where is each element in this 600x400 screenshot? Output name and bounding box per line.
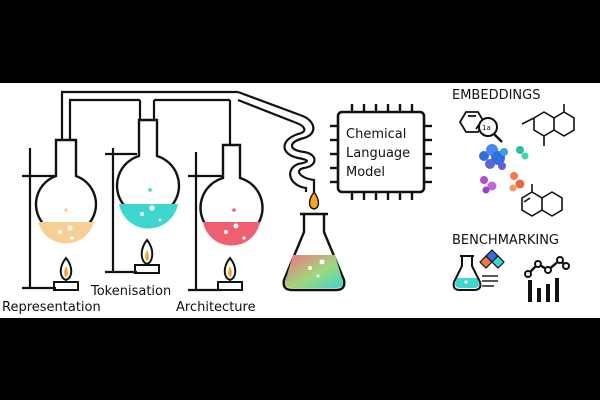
retort-stand-3 <box>188 152 222 292</box>
molecule-label-1a: 1a <box>482 124 491 132</box>
round-flask-representation: Representation <box>2 138 101 315</box>
label-architecture: Architecture <box>176 300 256 315</box>
embedding-cluster-teal <box>516 146 529 160</box>
embedding-cluster-orange <box>509 172 525 192</box>
round-flask-icon <box>115 118 181 229</box>
erlenmeyer-flask-icon <box>282 212 346 292</box>
representation-liquid <box>38 222 94 244</box>
label-representation: Representation <box>2 300 101 315</box>
round-flask-icon <box>199 143 264 246</box>
flame-icon <box>217 256 243 291</box>
round-flask-architecture: Architecture <box>176 143 264 315</box>
round-flask-tokenisation: Tokenisation <box>90 118 181 299</box>
embedding-cluster-purple <box>480 176 497 194</box>
embeddings-heading: EMBEDDINGS <box>452 88 540 103</box>
droplet-icon <box>308 190 320 210</box>
flame-icon <box>134 238 160 274</box>
retort-stand-2 <box>105 148 137 274</box>
molecule-icon <box>521 104 575 146</box>
chip-label-line3: Model <box>346 165 385 180</box>
retort-stand-1 <box>22 148 56 290</box>
line-chart-icon <box>524 256 570 302</box>
tokenisation-liquid <box>119 204 178 229</box>
tubing <box>60 90 316 192</box>
round-flask-icon <box>34 138 98 244</box>
chip-label-line1: Chemical <box>346 127 406 142</box>
molecule-icon <box>521 184 563 217</box>
chip-icon: Chemical Language Model <box>330 104 432 200</box>
label-tokenisation: Tokenisation <box>90 284 171 299</box>
mixed-liquid <box>284 255 344 288</box>
embedding-cluster-blue <box>479 144 508 170</box>
chip-label-line2: Language <box>346 146 410 161</box>
flame-icon <box>53 256 79 291</box>
benchmarking-heading: BENCHMARKING <box>452 233 559 248</box>
architecture-liquid <box>203 222 260 246</box>
magnifier-icon: 1a <box>478 117 503 143</box>
lab-report-icon <box>452 249 505 291</box>
